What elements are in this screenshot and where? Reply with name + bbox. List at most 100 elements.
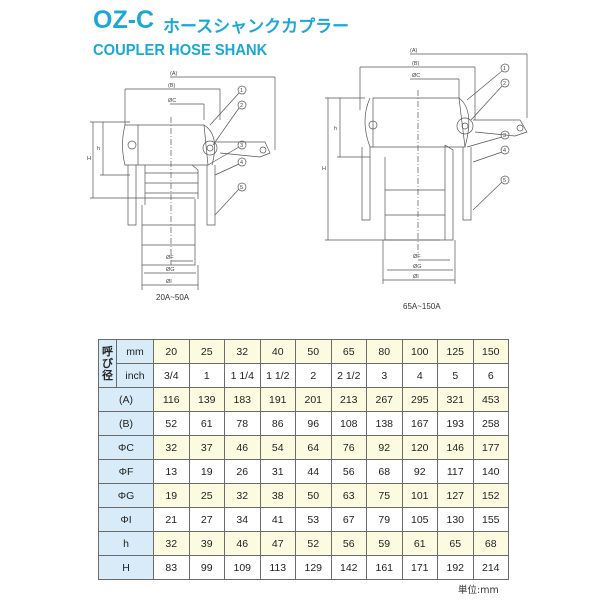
- svg-text:5: 5: [503, 178, 506, 184]
- cell: 68: [472, 531, 509, 556]
- cell: 295: [401, 387, 438, 412]
- cell: 129: [295, 555, 332, 580]
- cell: 214: [472, 555, 509, 580]
- cell: 26: [224, 459, 261, 484]
- cell: 46: [224, 435, 261, 460]
- diagram-large-size: (A) (B) ØC H h 1 2 3 4 5 ØF ØG ØI 65A~15…: [315, 40, 535, 311]
- svg-text:4: 4: [240, 160, 243, 166]
- cell: 13: [153, 459, 190, 484]
- cell: 130: [437, 507, 474, 532]
- cell: 34: [224, 507, 261, 532]
- svg-text:ØI: ØI: [166, 279, 172, 285]
- row-label: ΦI: [98, 507, 154, 532]
- table-row: H 83 99 109 113 129 142 161 171 192 214: [98, 555, 509, 580]
- cell: 47: [259, 531, 296, 556]
- diagram-caption-small: 20A~50A: [156, 293, 190, 302]
- product-title-en: COUPLER HOSE SHANK: [93, 42, 268, 59]
- svg-text:ØC: ØC: [412, 73, 420, 79]
- cell: 193: [437, 411, 474, 436]
- cell: 92: [366, 435, 403, 460]
- svg-text:1: 1: [503, 66, 506, 72]
- cell: 50: [295, 339, 332, 364]
- cell: 68: [366, 459, 403, 484]
- cell: 201: [295, 387, 332, 412]
- cell: 116: [153, 387, 190, 412]
- cell: 192: [437, 555, 474, 580]
- cell: 6: [472, 363, 509, 388]
- cell: 2 1/2: [330, 363, 367, 388]
- nominal-size-label: 呼 び 径: [98, 339, 117, 388]
- cell: 20: [153, 339, 190, 364]
- cell: 177: [472, 435, 509, 460]
- cell: 64: [295, 435, 332, 460]
- cell: 96: [295, 411, 332, 436]
- svg-text:ØF: ØF: [166, 255, 174, 261]
- svg-text:3: 3: [240, 143, 243, 149]
- svg-text:H: H: [322, 166, 326, 172]
- cell: 453: [472, 387, 509, 412]
- cell: 32: [153, 435, 190, 460]
- table-row: ΦF 13 19 26 31 44 56 68 92 117 140: [98, 459, 509, 484]
- row-label: inch: [116, 363, 154, 388]
- cell: 65: [437, 531, 474, 556]
- cell: 191: [259, 387, 296, 412]
- cell: 61: [401, 531, 438, 556]
- svg-text:(A): (A): [170, 71, 178, 77]
- cell: 39: [188, 531, 225, 556]
- cell: 75: [366, 483, 403, 508]
- svg-text:ØG: ØG: [413, 264, 422, 270]
- cell: 4: [401, 363, 438, 388]
- cell: 1 1/2: [259, 363, 296, 388]
- svg-text:h: h: [334, 126, 337, 132]
- cell: 59: [366, 531, 403, 556]
- row-label: ΦG: [98, 483, 154, 508]
- cell: 105: [401, 507, 438, 532]
- cell: 100: [401, 339, 438, 364]
- cell: 1 1/4: [224, 363, 261, 388]
- svg-text:ØI: ØI: [413, 274, 419, 280]
- cell: 25: [188, 483, 225, 508]
- svg-text:3: 3: [503, 133, 506, 139]
- cell: 63: [330, 483, 367, 508]
- cell: 44: [295, 459, 332, 484]
- cell: 3: [366, 363, 403, 388]
- cell: 92: [401, 459, 438, 484]
- cell: 142: [330, 555, 367, 580]
- cell: 125: [437, 339, 474, 364]
- diagram-small-size: (A) (B) ØC H h 1 2 3 4 5 ØF ØG ØI 20A~50…: [80, 65, 280, 305]
- svg-text:2: 2: [240, 103, 243, 109]
- cell: 146: [437, 435, 474, 460]
- cell: 3/4: [153, 363, 190, 388]
- cell: 76: [330, 435, 367, 460]
- svg-text:ØG: ØG: [166, 267, 175, 273]
- coupler-drawing-icon: (A) (B) ØC H h 1 2 3 4 5 ØF ØG ØI: [87, 71, 276, 290]
- row-label: H: [98, 555, 154, 580]
- product-title-jp: ホースシャンクカプラー: [163, 17, 350, 37]
- cell: 108: [330, 411, 367, 436]
- cell: 67: [330, 507, 367, 532]
- cell: 2: [295, 363, 332, 388]
- table-row: inch 3/4 1 1 1/4 1 1/2 2 2 1/2 3 4 5 6: [99, 363, 509, 388]
- svg-text:5: 5: [240, 185, 243, 191]
- cell: 32: [153, 531, 190, 556]
- cell: 140: [472, 459, 509, 484]
- cell: 138: [366, 411, 403, 436]
- cell: 101: [401, 483, 438, 508]
- cell: 32: [224, 483, 261, 508]
- cell: 79: [366, 507, 403, 532]
- cell: 80: [366, 339, 403, 364]
- cell: 27: [188, 507, 225, 532]
- cell: 171: [401, 555, 438, 580]
- row-label: ΦF: [98, 459, 154, 484]
- svg-text:ØC: ØC: [168, 98, 176, 104]
- cell: 258: [472, 411, 509, 436]
- nominal-char: び: [102, 356, 113, 370]
- svg-text:h: h: [97, 146, 100, 152]
- cell: 56: [330, 531, 367, 556]
- cell: 65: [330, 339, 367, 364]
- row-label: mm: [116, 339, 154, 364]
- unit-note: 単位:mm: [458, 585, 499, 596]
- table-row: ΦI 21 27 34 41 53 67 79 105 130 155: [98, 507, 509, 532]
- svg-text:4: 4: [503, 148, 506, 154]
- row-label: ΦC: [98, 435, 154, 460]
